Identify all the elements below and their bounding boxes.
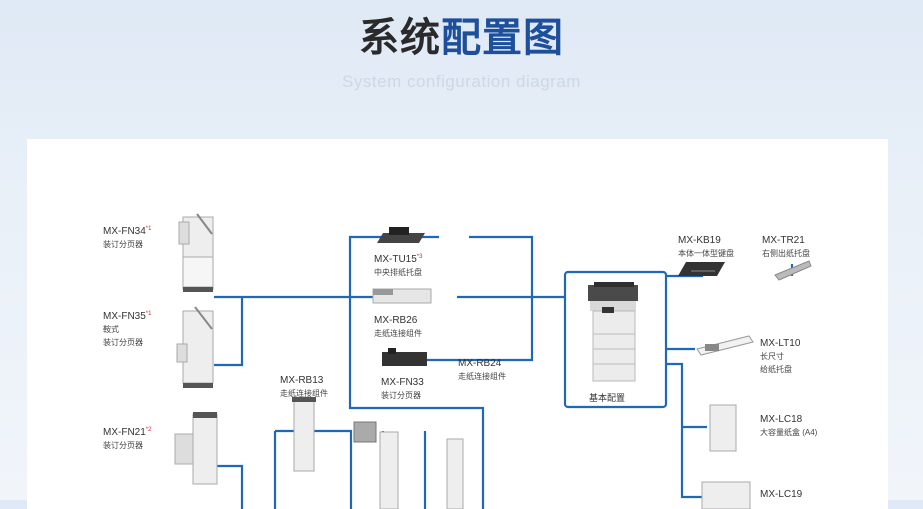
device-fn-tall-1 (353, 421, 399, 509)
device-lc18 (709, 404, 737, 452)
device-fn35 (176, 306, 214, 388)
label-fn21: MX-FN21*2 装订分页器 (103, 427, 152, 450)
diagram-canvas (174, 213, 812, 509)
device-lc19 (701, 481, 751, 509)
title-part-2: 配置图 (441, 15, 564, 61)
label-tu15: MX-TU15*3 中央排纸托盘 (374, 254, 423, 277)
title-part-1: 系统 (359, 15, 441, 61)
device-tr21 (774, 260, 812, 281)
label-tr21: MX-TR21 右侧出纸托盘 (762, 235, 810, 258)
device-lt10 (696, 335, 754, 356)
connector-rb13 (273, 297, 485, 509)
label-main-unit: 基本配置 (589, 393, 626, 403)
label-lc19: MX-LC19 (760, 489, 803, 500)
device-kb19 (678, 262, 725, 276)
page-subtitle: System configuration diagram (342, 72, 581, 91)
label-lc18: MX-LC18 大容量纸盒 (A4) (760, 414, 818, 437)
label-fn33: MX-FN33 装订分页器 (381, 377, 424, 400)
device-fn21 (174, 412, 218, 485)
page-title: 系统配置图 (0, 14, 923, 62)
device-rb26 (372, 288, 432, 304)
device-fn-tall-2 (446, 438, 464, 509)
label-fn35: MX-FN35*1 鞍式 装订分页器 (103, 311, 152, 347)
device-tu15 (377, 227, 425, 243)
connector-rb24 (427, 235, 534, 362)
main-unit-copier (588, 282, 638, 382)
connector-finisher-trunk (214, 295, 380, 509)
label-rb13: MX-RB13 走纸连接组件 (280, 375, 328, 398)
device-rb13 (292, 397, 316, 472)
label-fn34: MX-FN34*1 装订分页器 (103, 226, 152, 249)
label-rb24: MX-RB24 走纸连接组件 (458, 358, 506, 381)
label-lt10: MX-LT10 长尺寸 给纸托盘 (760, 338, 801, 374)
device-fn33 (382, 348, 427, 366)
label-kb19: MX-KB19 本体一体型键盘 (678, 235, 734, 258)
diagram-panel: MX-FN34*1 装订分页器 MX-FN35*1 鞍式 装订分页器 MX-FN… (27, 139, 888, 509)
device-fn34 (178, 213, 214, 292)
label-rb26: MX-RB26 走纸连接组件 (374, 315, 422, 338)
